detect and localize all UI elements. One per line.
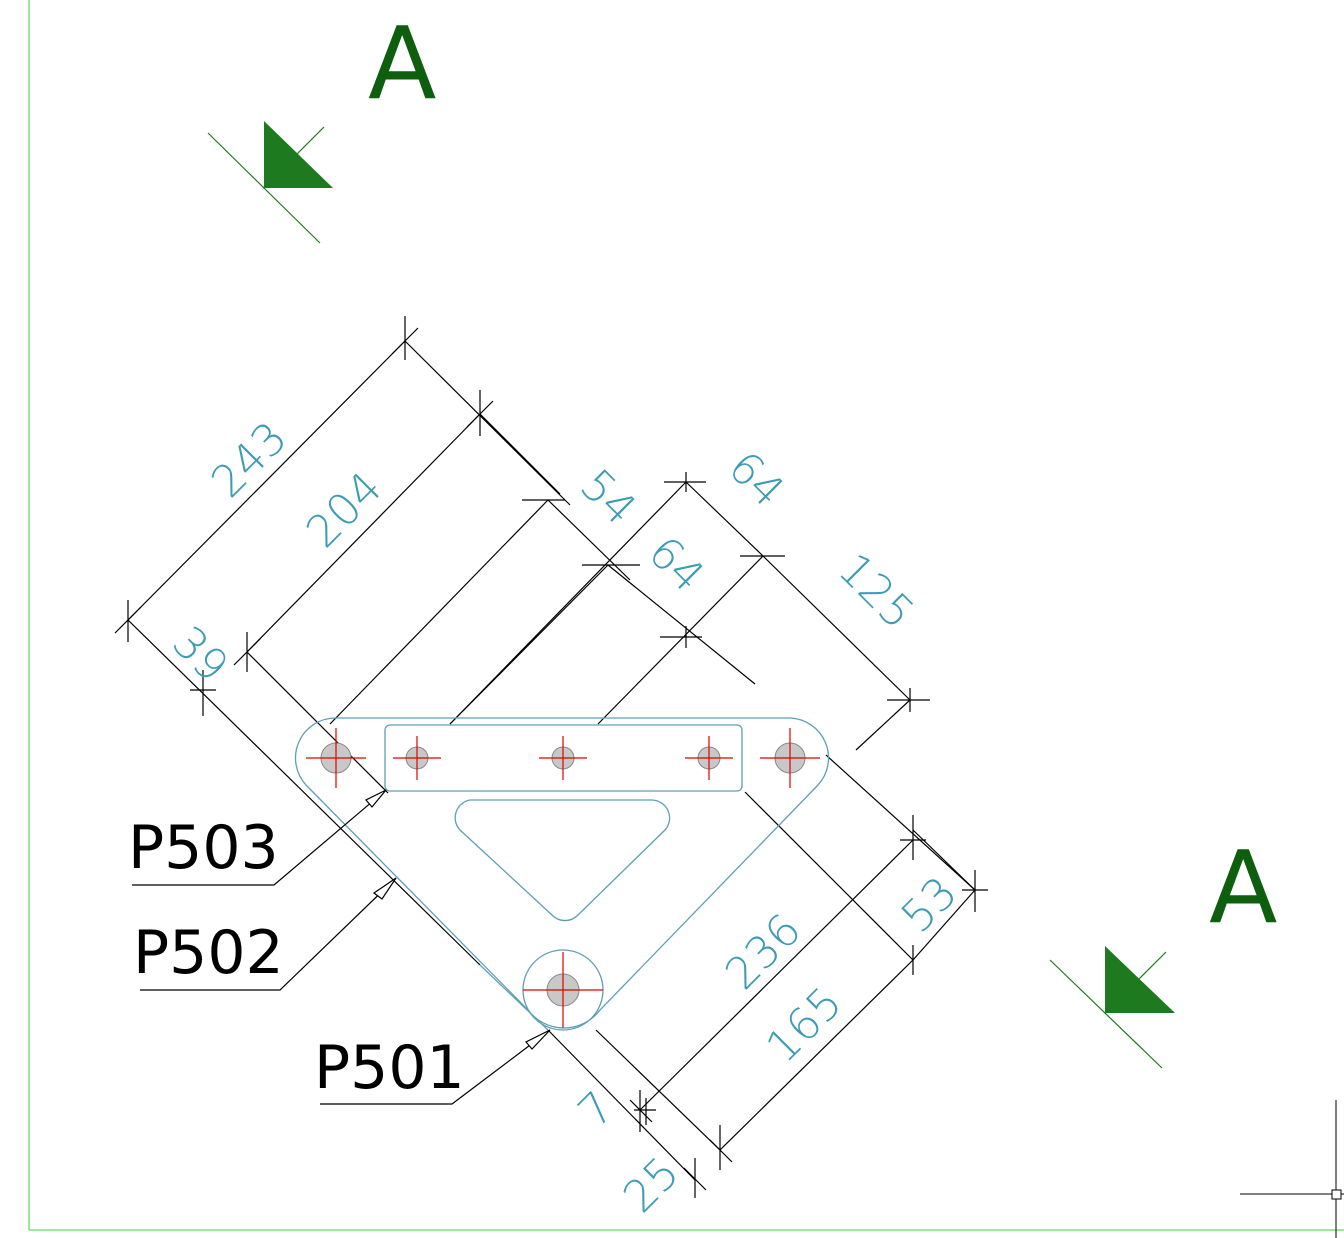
section-letter-top: A [368, 5, 436, 122]
section-letter-bottom: A [1209, 829, 1277, 946]
section-marker-bottom: A [1049, 829, 1277, 1069]
dim-125: 125 [828, 544, 923, 639]
dim-64-upper: 64 [718, 442, 794, 518]
dim-7: 7 [569, 1082, 625, 1138]
dim-236: 236 [716, 904, 811, 999]
drawing-frame [28, 0, 1344, 1231]
part-label-p502: P502 [133, 918, 284, 988]
dimension-lines [114, 316, 988, 1198]
dim-165: 165 [757, 977, 852, 1072]
dimension-labels: 243 204 39 54 64 64 125 53 236 165 7 25 [162, 412, 967, 1222]
dim-54: 54 [570, 460, 646, 536]
dim-39: 39 [162, 617, 238, 693]
part-labels: P503 P502 P501 [128, 813, 465, 1103]
part-label-p501: P501 [314, 1033, 465, 1103]
dim-64-middle: 64 [638, 527, 714, 603]
dim-25: 25 [614, 1147, 690, 1223]
center-marks [306, 728, 820, 1028]
leader-lines [132, 789, 551, 1105]
ucs-icon [1240, 1100, 1344, 1238]
section-marker-top: A [207, 5, 436, 244]
dim-53: 53 [892, 867, 968, 943]
dim-243: 243 [202, 412, 297, 507]
part-label-p503: P503 [128, 813, 279, 883]
dim-204: 204 [297, 462, 392, 557]
